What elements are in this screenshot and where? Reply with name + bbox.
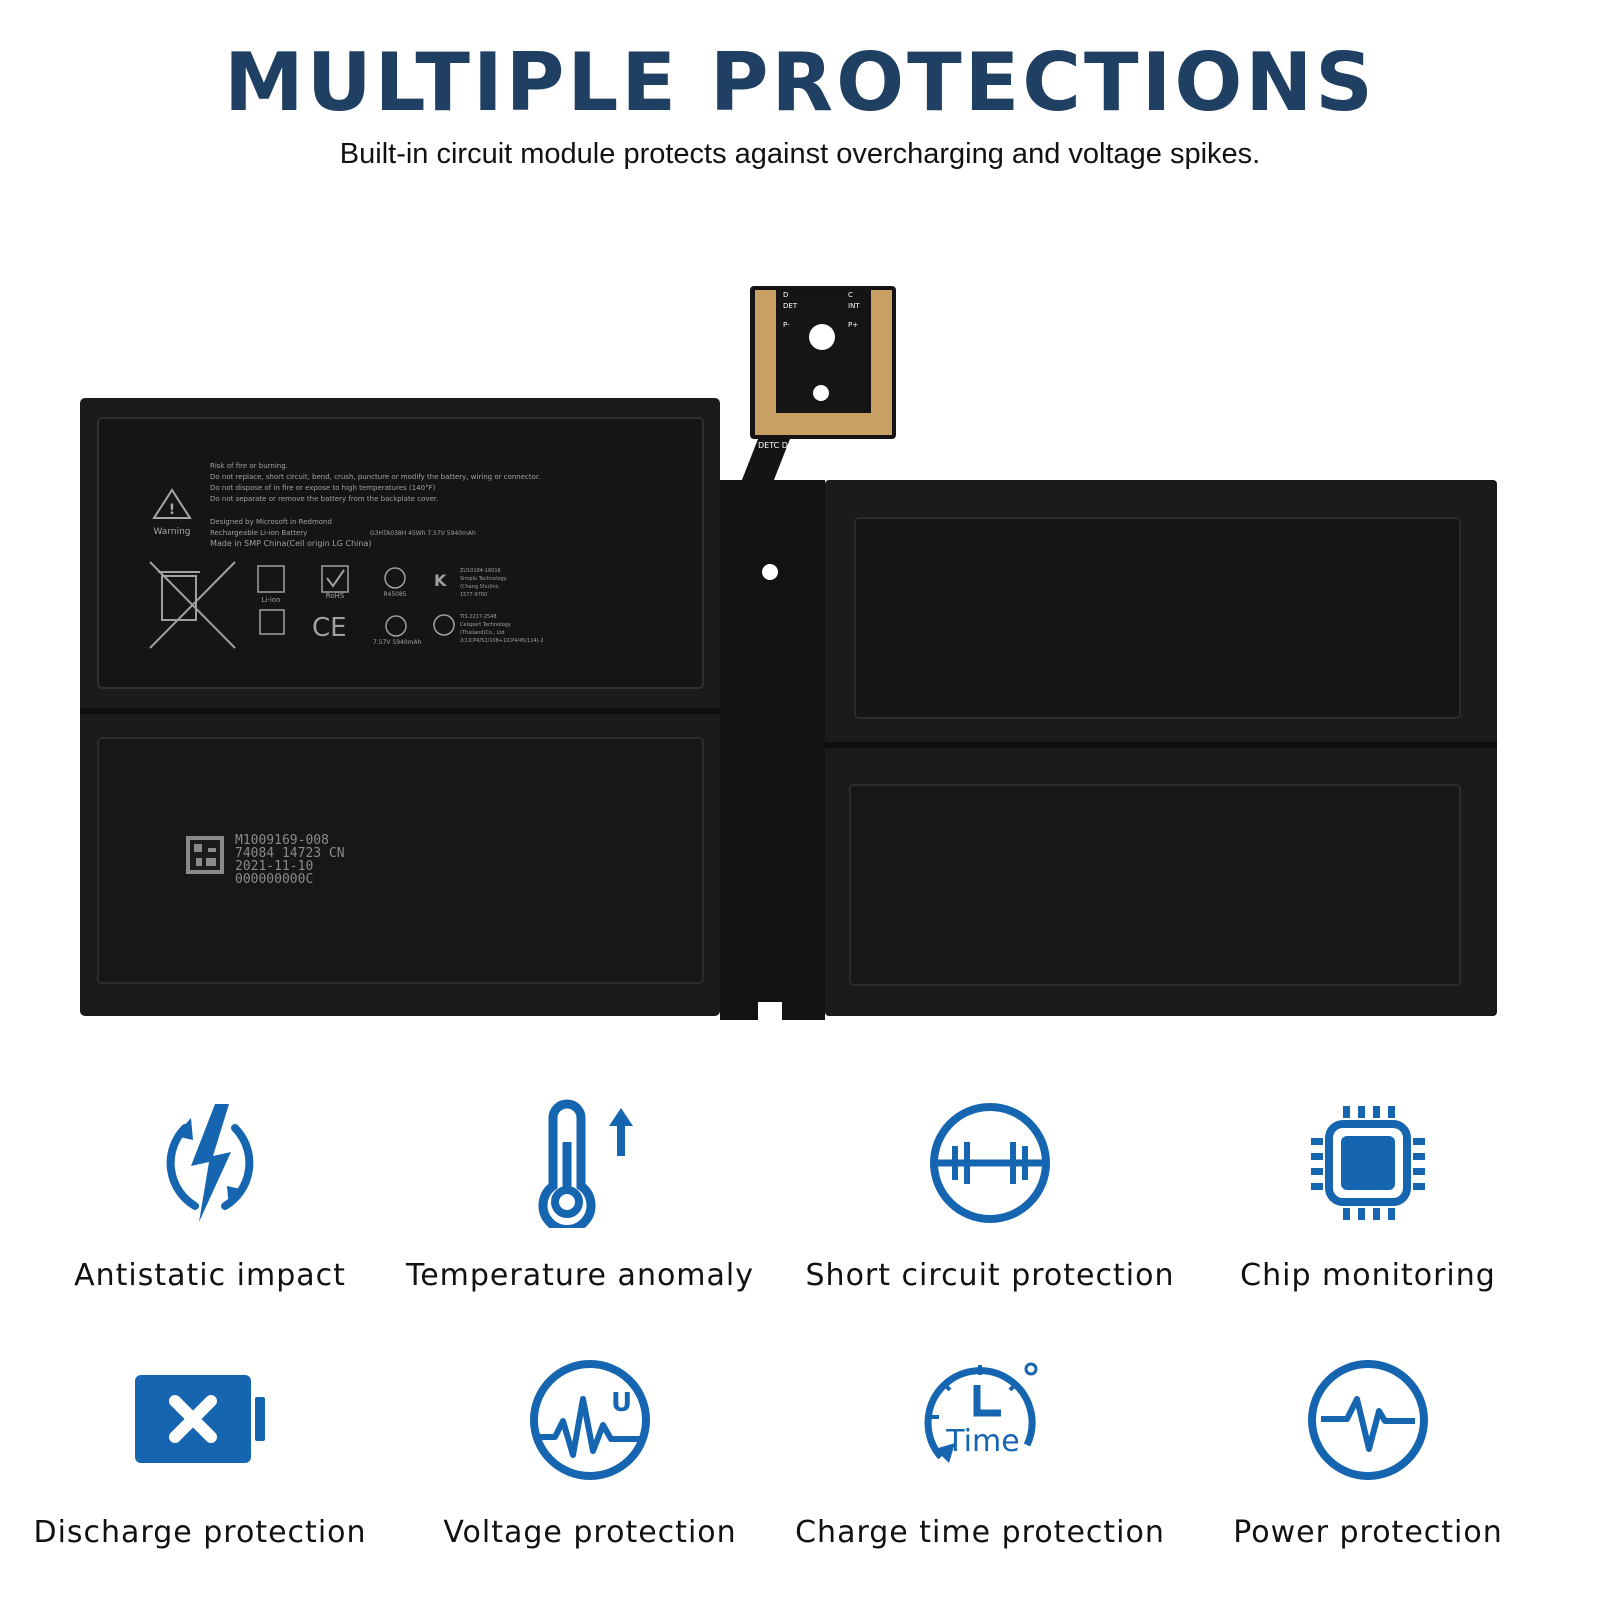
- tis-line: Celxpert Technology: [460, 622, 511, 628]
- crossed-bin-icon: [149, 561, 236, 649]
- pse-icon: [385, 615, 407, 637]
- serial-line: 000000000C: [235, 872, 313, 887]
- made-in-text: Made in SMP China(Cell origin LG China): [210, 539, 372, 548]
- kc-line: Simplo Technology: [460, 576, 507, 582]
- tis-icon: [433, 614, 455, 636]
- rechargeable-text: Rechargeable Li-ion Battery: [210, 529, 307, 537]
- recycle-china-icon: [259, 609, 285, 635]
- clock-time-icon: Time: [924, 1362, 1038, 1463]
- kc-line: 1577-9700: [460, 592, 487, 598]
- kc-line: ZU10184-16016: [460, 568, 501, 574]
- battery-center-bracket: [720, 480, 825, 1020]
- page-title: MULTIPLE PROTECTIONS: [224, 36, 1376, 129]
- feature-voltage: U Voltage protection: [400, 1355, 780, 1550]
- tis-line: TIS.2217-2548: [459, 614, 497, 620]
- serial-line: 2021-11-10: [235, 859, 313, 874]
- model-spec-text: G3HTA038H 45Wh 7.57V 5940mAh: [370, 530, 476, 537]
- clock-time-text: Time: [945, 1424, 1019, 1459]
- cert-liion-label: Li-ion: [261, 596, 280, 604]
- serial-line: M1009169-008: [235, 833, 329, 848]
- rohs-icon: [321, 565, 349, 593]
- tis-line: 2(1ICP4/52/108+1ICP4/45/114)-2: [460, 638, 544, 644]
- battery-connector: D DET C INT P- P+ DETC D INT+: [738, 286, 896, 490]
- bsmi-icon: [384, 567, 406, 589]
- feature-label: Short circuit protection: [805, 1258, 1175, 1293]
- connector-pin-label: P-: [783, 321, 790, 329]
- ce-mark-icon: CE: [312, 613, 347, 643]
- svg-text:!: !: [169, 502, 175, 518]
- feature-label: Temperature anomaly: [405, 1258, 755, 1293]
- thermometer-up-icon: [538, 1099, 633, 1228]
- warning-triangle-icon: [152, 488, 192, 519]
- feature-label: Voltage protection: [443, 1515, 737, 1550]
- warning-line: Do not separate or remove the battery fr…: [210, 495, 438, 503]
- tis-line: (Thailand)Co., Ltd: [460, 630, 505, 636]
- connector-pin-label: P+: [848, 321, 858, 329]
- voltage-wave-icon: U: [530, 1360, 650, 1480]
- battery-rating: 7.57V 5940mAh: [373, 639, 422, 646]
- chip-icon: [1311, 1106, 1425, 1220]
- warning-label-text: Warning: [153, 527, 190, 537]
- recycle-icon: [257, 565, 285, 593]
- connector-pin-label: INT: [848, 302, 860, 310]
- pulse-icon: [1308, 1360, 1428, 1480]
- serial-line: 74084 14723 CN: [235, 846, 345, 861]
- feature-power: Power protection: [1178, 1355, 1558, 1550]
- feature-antistatic: Antistatic impact: [20, 1098, 400, 1293]
- connector-pin-label: C: [848, 291, 853, 299]
- feature-chip: Chip monitoring: [1178, 1098, 1558, 1293]
- warning-line: Do not dispose of in fire or expose to h…: [210, 484, 436, 492]
- battery-product-image: D DET C INT P- P+ DETC D INT+: [70, 280, 1530, 1060]
- short-circuit-icon: [930, 1103, 1050, 1223]
- designed-by-text: Designed by Microsoft in Redmond: [210, 518, 332, 526]
- warning-line: Do not replace, short circuit, bend, cru…: [210, 473, 540, 481]
- feature-short-circuit: Short circuit protection: [800, 1098, 1180, 1293]
- connector-pin-label: DET: [783, 302, 798, 310]
- cert-r-label: R45085: [383, 591, 406, 598]
- connector-pin-label: D: [783, 291, 788, 299]
- feature-charge-time: Time Charge time protection: [790, 1355, 1170, 1550]
- feature-discharge: Discharge protection: [10, 1355, 390, 1550]
- lightning-shield-icon: [166, 1104, 254, 1222]
- kc-line: (Chang Shu)Inc.: [460, 584, 500, 590]
- feature-label: Chip monitoring: [1240, 1258, 1496, 1293]
- battery-x-icon: [135, 1375, 265, 1463]
- cert-rohs-label: RoHS: [326, 592, 345, 600]
- feature-temperature: Temperature anomaly: [390, 1098, 770, 1293]
- feature-label: Charge time protection: [795, 1515, 1165, 1550]
- battery-left-cell: [80, 398, 720, 1016]
- svg-text:U: U: [611, 1388, 632, 1418]
- warning-line: Risk of fire or burning.: [210, 462, 288, 470]
- page-subtitle: Built-in circuit module protects against…: [339, 138, 1261, 170]
- battery-right-cell: [825, 480, 1497, 1016]
- kc-icon: K: [434, 571, 447, 590]
- battery-warning-label: ! Warning Risk of fire or burning. Do no…: [149, 462, 544, 649]
- battery-serial-label: M1009169-008 74084 14723 CN 2021-11-10 0…: [186, 833, 345, 887]
- battery-illustration: D DET C INT P- P+ DETC D INT+: [80, 286, 1497, 1020]
- feature-label: Discharge protection: [33, 1515, 367, 1550]
- feature-label: Antistatic impact: [74, 1258, 346, 1293]
- feature-label: Power protection: [1233, 1515, 1503, 1550]
- connector-tail-label: DETC D INT+: [758, 441, 810, 450]
